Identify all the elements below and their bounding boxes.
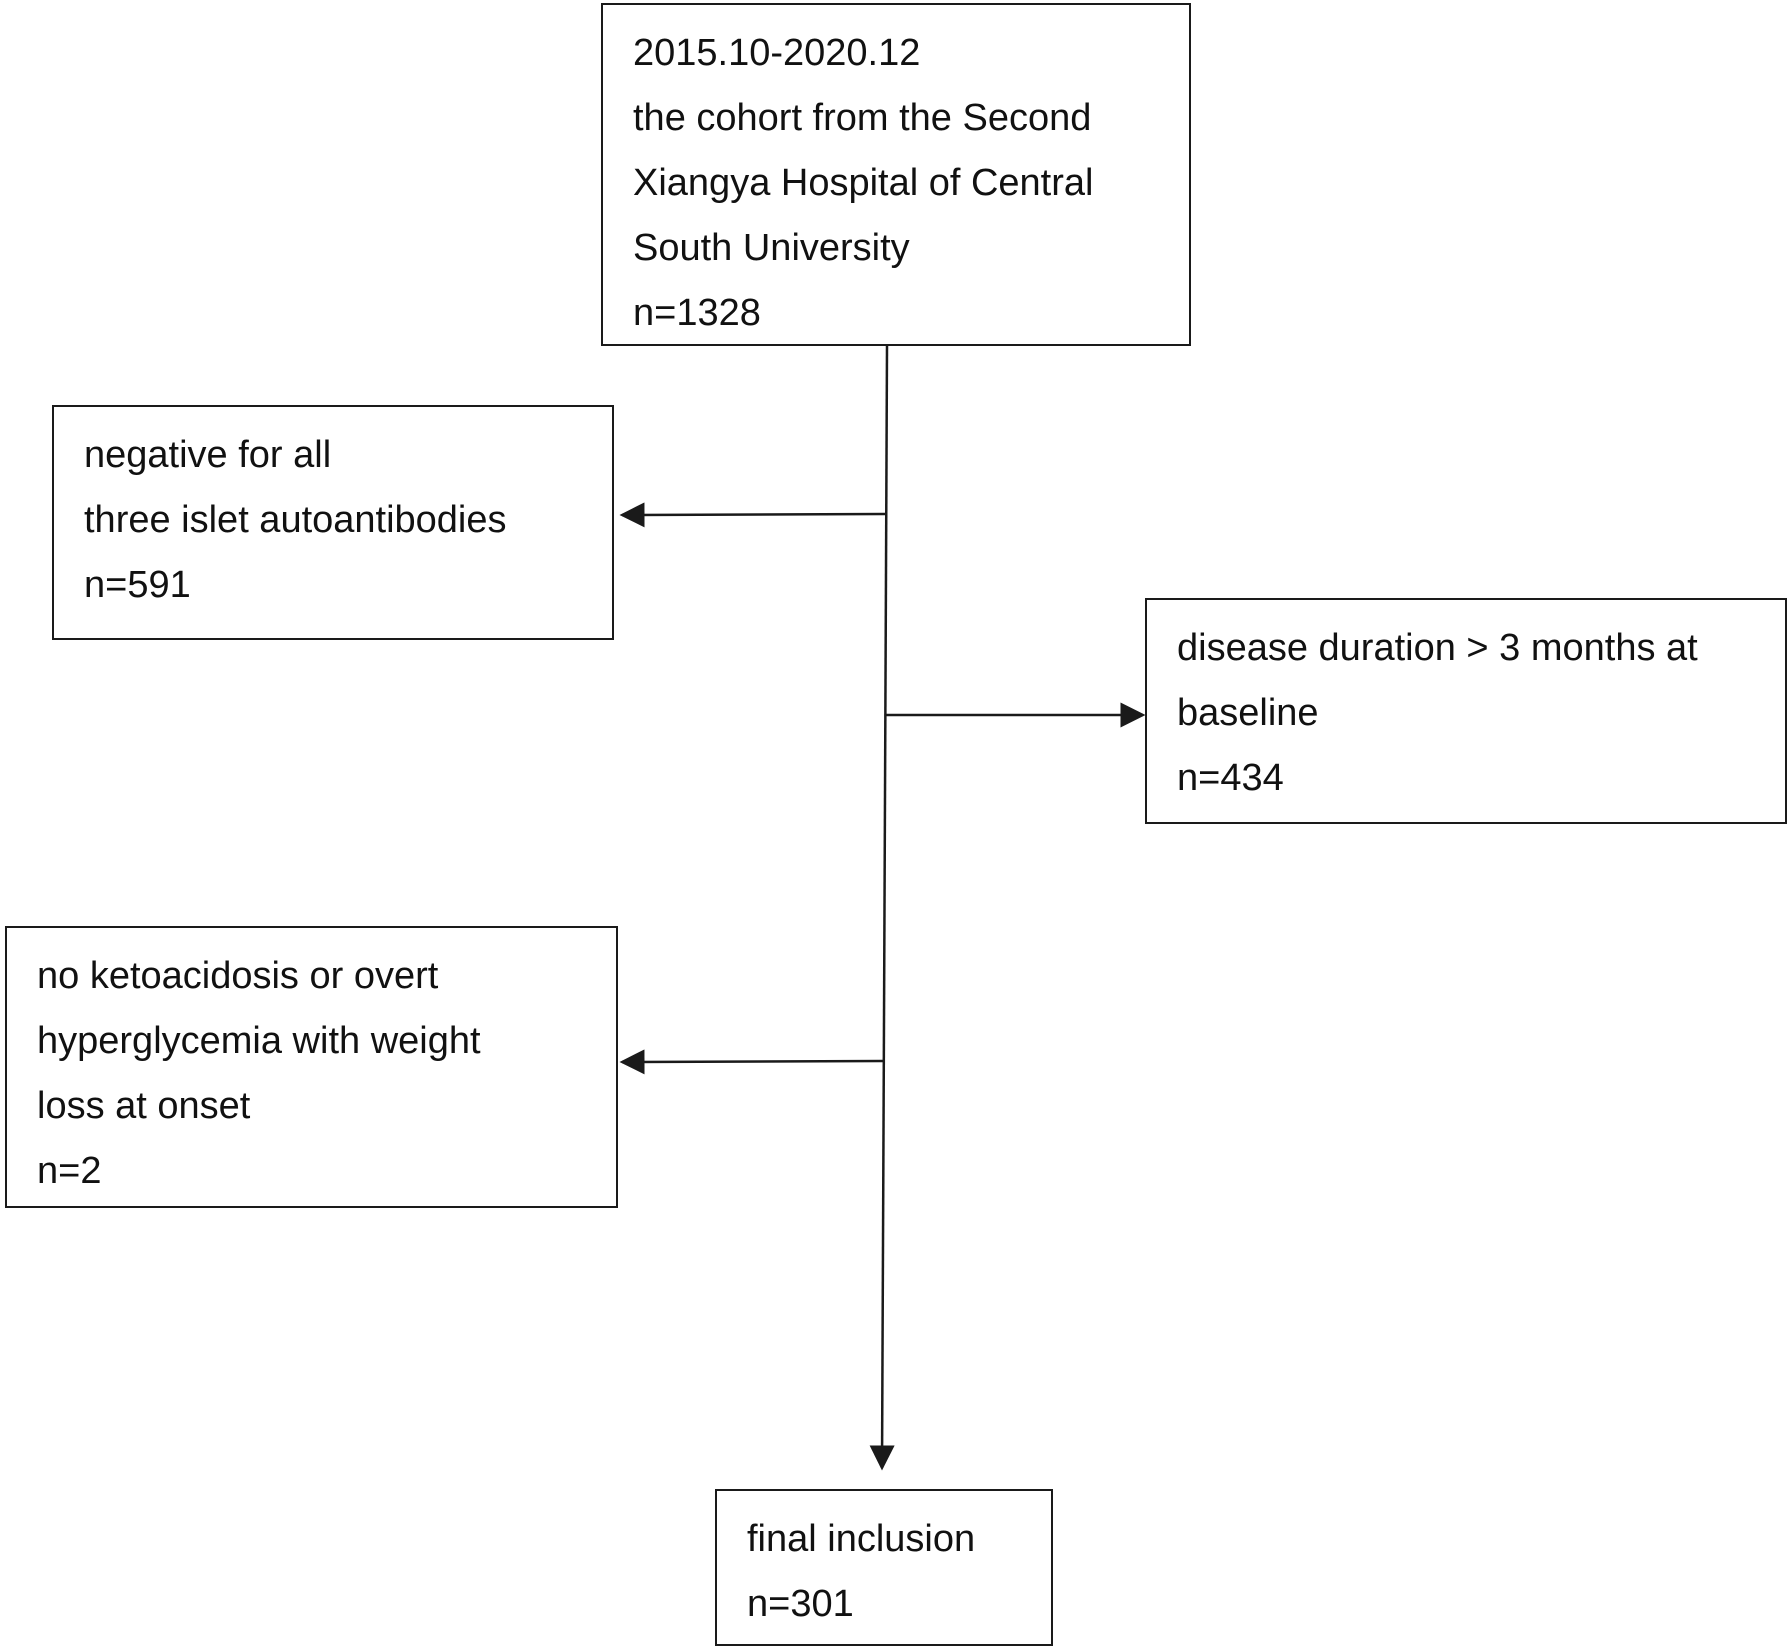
exclusion-arrow-ketoacidosis [619,1049,884,1075]
disease-duration-count: n=434 [1177,757,1284,799]
main-flow-line [869,345,895,1471]
cohort-box: 2015.10-2020.12 the cohort from the Seco… [601,3,1191,346]
no-ketoacidosis-line-3: loss at onset [37,1085,251,1127]
cohort-count: n=1328 [633,292,761,334]
no-ketoacidosis-line-2: hyperglycemia with weight [37,1020,481,1062]
negative-autoantibodies-line-2: three islet autoantibodies [84,499,507,541]
negative-autoantibodies-count: n=591 [84,564,191,606]
cohort-description-line-3: South University [633,227,910,269]
no-ketoacidosis-count: n=2 [37,1150,102,1192]
negative-autoantibodies-box: negative for all three islet autoantibod… [52,405,614,640]
cohort-description-line-2: Xiangya Hospital of Central [633,162,1094,204]
disease-duration-box: disease duration > 3 months at baseline … [1145,598,1787,824]
final-inclusion-label: final inclusion [747,1518,976,1560]
final-inclusion-box: final inclusion n=301 [715,1489,1053,1646]
negative-autoantibodies-line-1: negative for all [84,434,332,476]
cohort-description-line-1: the cohort from the Second [633,97,1092,139]
cohort-date-range: 2015.10-2020.12 [633,32,921,74]
disease-duration-line-2: baseline [1177,692,1319,734]
no-ketoacidosis-line-1: no ketoacidosis or overt [37,955,439,997]
disease-duration-line-1: disease duration > 3 months at [1177,627,1698,669]
final-inclusion-count: n=301 [747,1583,854,1625]
no-ketoacidosis-box: no ketoacidosis or overt hyperglycemia w… [5,926,618,1208]
exclusion-arrow-negative [619,502,886,528]
